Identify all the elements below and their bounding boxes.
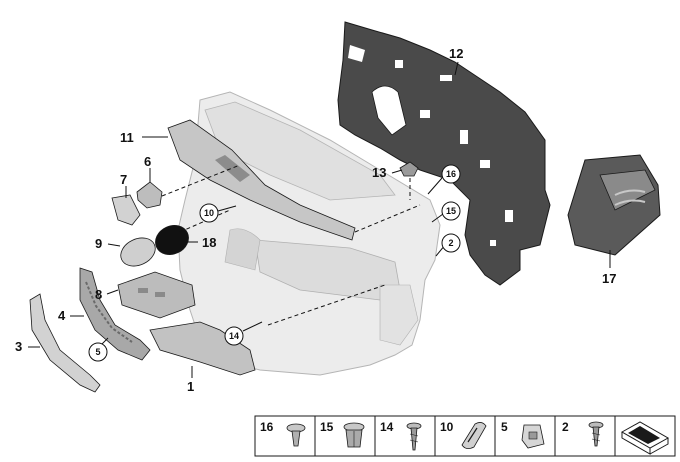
assembly-lines bbox=[161, 164, 421, 326]
label-2: 2 bbox=[448, 238, 453, 248]
label-13: 13 bbox=[372, 165, 386, 180]
label-18: 18 bbox=[202, 235, 216, 250]
label-15: 15 bbox=[446, 206, 456, 216]
handle-carrier bbox=[79, 267, 151, 361]
legend-label-16: 16 bbox=[260, 420, 274, 434]
leader-lines bbox=[28, 61, 611, 378]
screw-icon bbox=[406, 422, 422, 451]
label-11: 11 bbox=[120, 130, 134, 145]
circled-part-numbers: 10 16 15 2 14 5 bbox=[88, 164, 461, 362]
label-9: 9 bbox=[95, 236, 102, 251]
armrest bbox=[149, 321, 256, 376]
label-14: 14 bbox=[229, 331, 239, 341]
legend-label-15: 15 bbox=[320, 420, 334, 434]
part-numbers: 11 6 7 9 18 8 4 3 1 12 13 17 bbox=[15, 46, 616, 394]
callout-circle-2 bbox=[441, 233, 461, 253]
legend-label-14: 14 bbox=[380, 420, 394, 434]
callout-circle-10 bbox=[199, 203, 219, 223]
callout-circle-15 bbox=[441, 201, 461, 221]
label-4: 4 bbox=[58, 308, 66, 323]
bracket-lower bbox=[111, 194, 141, 226]
sound-insulation-mat bbox=[337, 21, 551, 286]
callout-circle-5 bbox=[88, 342, 108, 362]
label-3: 3 bbox=[15, 339, 22, 354]
callout-circle-14 bbox=[224, 326, 244, 346]
legend-label-5: 5 bbox=[501, 420, 508, 434]
speaker-cover bbox=[120, 237, 156, 267]
label-5: 5 bbox=[95, 347, 100, 357]
tapping-screw-icon bbox=[588, 421, 604, 447]
label-12: 12 bbox=[449, 46, 463, 61]
label-8: 8 bbox=[95, 287, 102, 302]
grab-handle bbox=[29, 293, 101, 393]
legend-label-2: 2 bbox=[562, 420, 569, 434]
switch-trim bbox=[117, 271, 196, 319]
bracket-upper bbox=[136, 181, 163, 209]
window-switch-block bbox=[567, 154, 661, 256]
callout-circle-16 bbox=[441, 164, 461, 184]
speaker bbox=[155, 225, 189, 255]
upper-trim-strip bbox=[167, 119, 356, 241]
small-clip bbox=[399, 161, 419, 177]
push-pin-clip-icon bbox=[286, 423, 306, 447]
label-6: 6 bbox=[144, 154, 151, 169]
label-16: 16 bbox=[446, 169, 456, 179]
label-7: 7 bbox=[120, 172, 127, 187]
fastener-legend: 16 15 14 10 5 2 bbox=[254, 415, 676, 457]
expanding-rivet-icon bbox=[343, 422, 365, 448]
label-1: 1 bbox=[187, 379, 194, 394]
oval-clip-icon bbox=[461, 422, 487, 449]
label-17: 17 bbox=[602, 271, 616, 286]
legend-label-10: 10 bbox=[440, 420, 454, 434]
kit-box-icon bbox=[620, 421, 670, 455]
spring-nut-icon bbox=[521, 424, 545, 449]
label-10: 10 bbox=[204, 208, 214, 218]
